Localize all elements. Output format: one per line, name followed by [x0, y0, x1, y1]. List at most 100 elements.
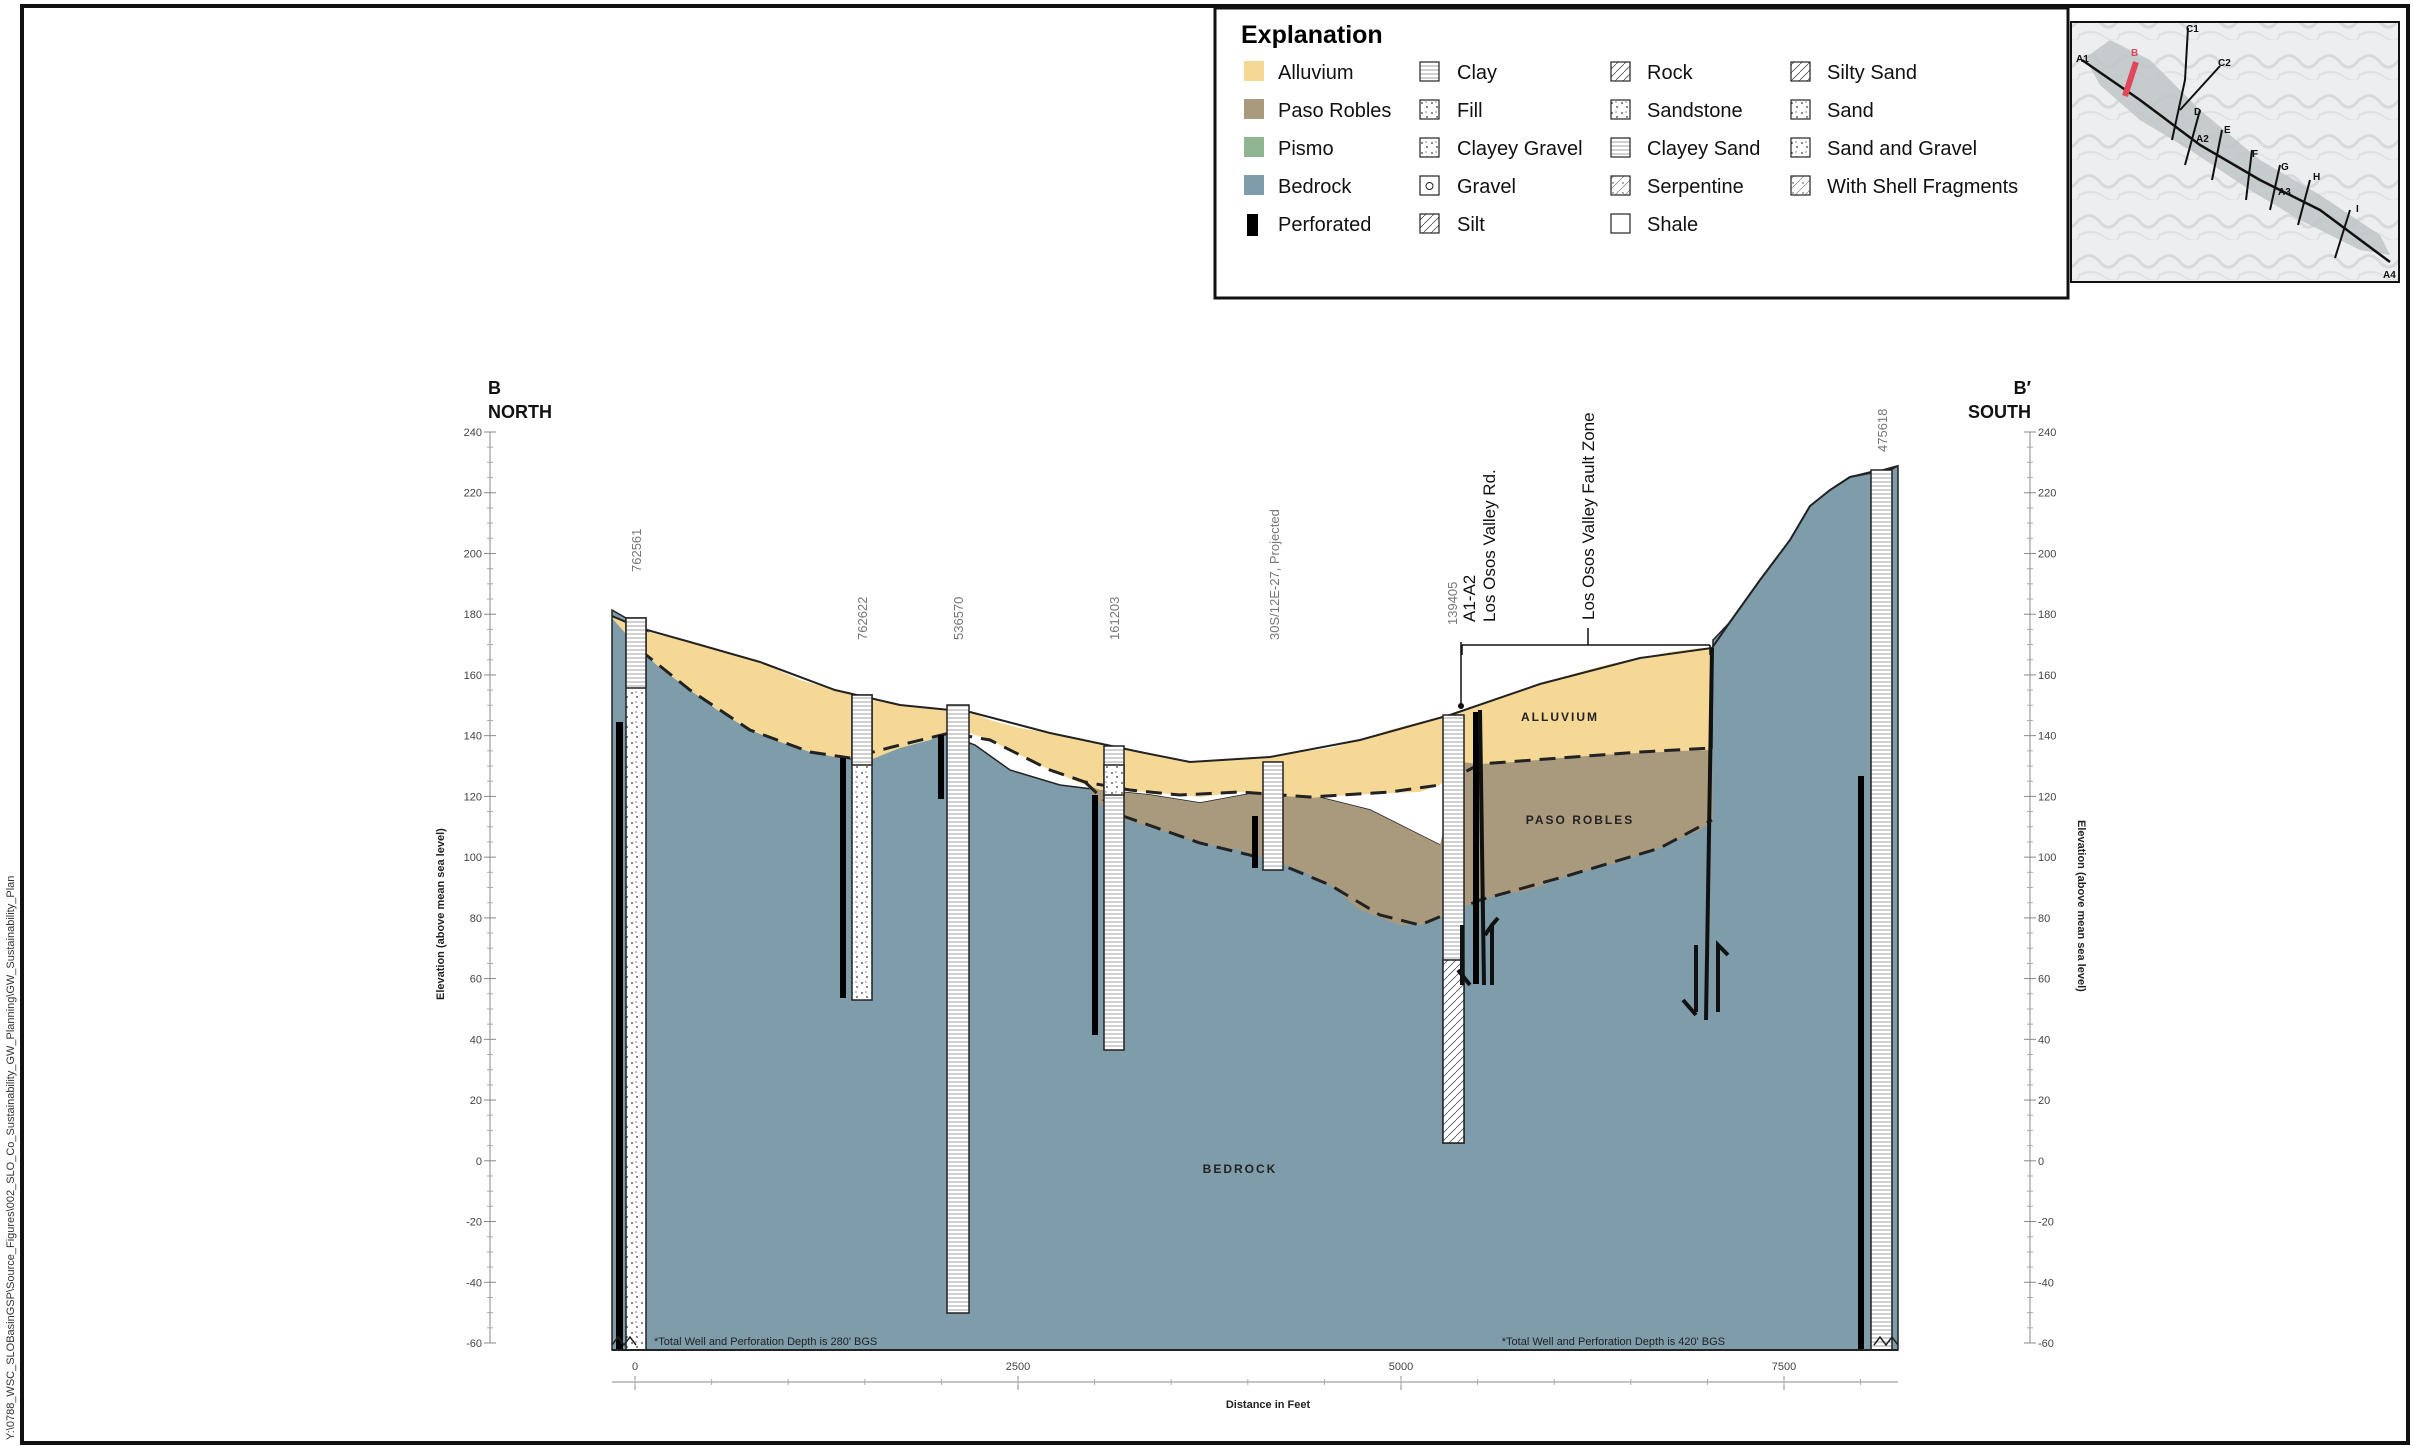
basin-outline — [2085, 40, 2390, 255]
ground-surface — [611, 465, 1899, 764]
legend-perforated: Perforated — [1278, 214, 1371, 236]
key-map: A1 B C1 C2 D A2 E F G A3 H I A4 — [2070, 21, 2400, 283]
sand-swatch — [1790, 99, 1811, 120]
well-161203: 161203 — [1092, 597, 1125, 1051]
perforation — [840, 758, 846, 998]
section-line-c2 — [2179, 65, 2221, 111]
legend-sandstone: Sandstone — [1647, 100, 1743, 122]
section-line-a — [2081, 58, 2391, 264]
legend-gravel: Gravel — [1457, 176, 1516, 198]
perforation — [1252, 816, 1258, 868]
y-tick-label: -40 — [2038, 1277, 2054, 1289]
fault-2 — [1681, 647, 1730, 1021]
silt-swatch — [1419, 213, 1440, 234]
legend-pismo: Pismo — [1278, 138, 1334, 160]
perforation — [1092, 795, 1098, 1035]
map-label-e: E — [2224, 125, 2231, 136]
rock-swatch — [1610, 61, 1631, 82]
note-right: *Total Well and Perforation Depth is 420… — [1502, 1336, 1725, 1348]
y-tick-label: 60 — [2038, 974, 2050, 986]
y-tick-label: 180 — [464, 609, 482, 621]
clayey-sand-swatch — [1610, 137, 1631, 158]
map-label-b: B — [2131, 48, 2138, 59]
paso-robles-swatch — [1244, 99, 1264, 119]
map-label-a3: A3 — [2278, 187, 2291, 198]
y-tick-label: -60 — [2038, 1338, 2054, 1350]
fault-line — [1704, 647, 1714, 1021]
y-tick-label: 220 — [2038, 488, 2056, 500]
alluvium-swatch — [1244, 61, 1264, 81]
y-tick-label: 220 — [464, 488, 482, 500]
road-label: Los Osos Valley Rd. — [1480, 469, 1499, 622]
y-tick-label: 180 — [2038, 609, 2056, 621]
left-axis-title: Elevation (above mean sea level) — [435, 828, 447, 1000]
fault-1 — [1456, 709, 1500, 987]
map-label-a4: A4 — [2383, 270, 2396, 281]
y-tick-label: 120 — [2038, 791, 2056, 803]
crossing-label: A1-A2 — [1460, 575, 1479, 622]
legend-fill: Fill — [1457, 100, 1483, 122]
cross-section: 240220200180160140120100806040200-20-40-… — [435, 378, 2087, 1411]
right-y-axis: 240220200180160140120100806040200-20-40-… — [2024, 427, 2056, 1350]
y-tick-label: 120 — [464, 791, 482, 803]
well-label: 475618 — [1875, 409, 1890, 452]
y-tick-label: 140 — [464, 731, 482, 743]
y-tick-label: 140 — [2038, 731, 2056, 743]
fault-arrow-down-icon — [1681, 945, 1698, 1017]
well-sand-interval — [1103, 764, 1125, 796]
y-tick-label: -40 — [466, 1277, 482, 1289]
x-tick-label: 0 — [632, 1361, 638, 1373]
paso-robles-unit — [1085, 748, 1713, 925]
paso-robles-base-contact — [1083, 780, 1713, 927]
y-tick-label: 20 — [470, 1095, 482, 1107]
gravel-swatch — [1419, 175, 1440, 196]
left-y-axis: 240220200180160140120100806040200-20-40-… — [464, 427, 496, 1350]
well-column — [946, 704, 970, 1314]
y-tick-label: 160 — [2038, 670, 2056, 682]
legend-serpentine: Serpentine — [1647, 176, 1744, 198]
map-label-c1: C1 — [2186, 24, 2199, 35]
section-end-direction: SOUTH — [1968, 402, 2031, 422]
legend-paso-robles: Paso Robles — [1278, 100, 1391, 122]
y-tick-label: 0 — [476, 1156, 482, 1168]
sand-and-gravel-swatch — [1790, 137, 1811, 158]
legend-sand-and-gravel: Sand and Gravel — [1827, 138, 1977, 160]
x-tick-label: 2500 — [1006, 1361, 1030, 1373]
bedrock-unit — [611, 464, 1899, 1351]
y-tick-label: 20 — [2038, 1095, 2050, 1107]
bedrock-label: BEDROCK — [1203, 1162, 1278, 1176]
section-line-c — [2171, 27, 2189, 141]
well-label: 762561 — [629, 529, 644, 572]
fault-arrow-up-icon — [1716, 940, 1730, 1012]
fault-zone-bracket — [1461, 628, 1711, 655]
section-line-e — [2211, 129, 2223, 181]
legend-alluvium: Alluvium — [1278, 62, 1354, 84]
legend-shale: Shale — [1647, 214, 1698, 236]
y-tick-label: 100 — [2038, 852, 2056, 864]
well-clay-interval — [625, 617, 647, 689]
y-tick-label: 40 — [470, 1034, 482, 1046]
well-139405: 139405 — [1442, 582, 1479, 1144]
y-tick-label: 80 — [2038, 913, 2050, 925]
section-b-highlight — [2122, 61, 2139, 97]
fault-line — [1478, 709, 1486, 986]
well-475618: 475618 — [1858, 409, 1893, 1351]
well-column — [1103, 745, 1125, 1051]
y-tick-label: 240 — [464, 427, 482, 439]
perforation — [616, 722, 623, 1350]
perforation — [1473, 712, 1479, 984]
serpentine-swatch — [1610, 175, 1631, 196]
well-column — [1870, 469, 1893, 1351]
alluvium-unit — [612, 618, 1712, 798]
legend-box — [1213, 6, 2070, 300]
fault-arrow-down-icon — [1456, 925, 1472, 987]
legend-clayey-sand: Clayey Sand — [1647, 138, 1760, 160]
map-label-d: D — [2194, 107, 2201, 118]
x-tick-label: 5000 — [1389, 1361, 1413, 1373]
section-line-h — [2297, 179, 2311, 226]
well-30s-12e-27: 30S/12E-27, Projected — [1252, 509, 1284, 871]
legend-silty-sand: Silty Sand — [1827, 62, 1917, 84]
y-tick-label: -20 — [2038, 1217, 2054, 1229]
sandstone-swatch — [1610, 99, 1631, 120]
